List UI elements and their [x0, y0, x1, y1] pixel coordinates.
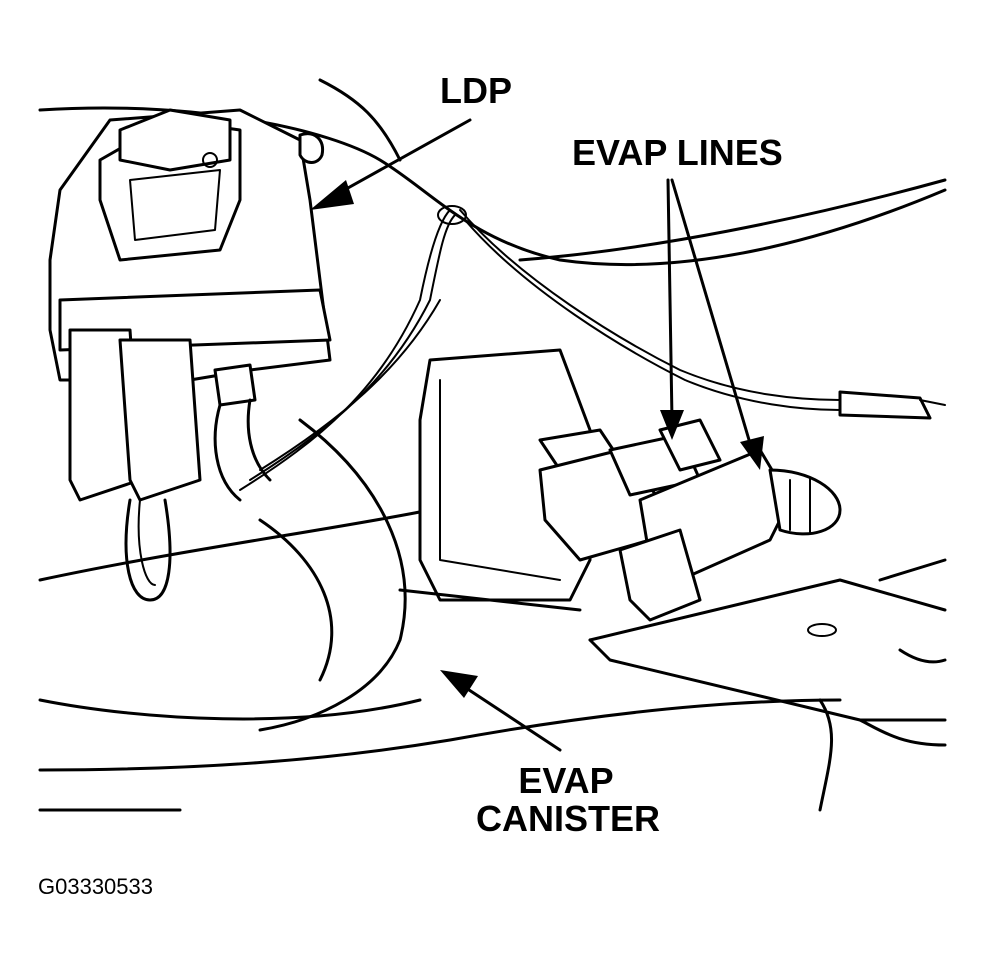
leader-arrows: [310, 118, 764, 752]
canister-arrow-line: [458, 682, 562, 752]
evap-canister-label: EVAP CANISTER: [476, 760, 661, 839]
evap-fittings: [538, 418, 842, 622]
figure-code: G03330533: [38, 874, 153, 899]
ldp-arrow-head: [310, 180, 354, 210]
wiring-harness: [239, 205, 946, 491]
evap-line-arrowhead-left: [660, 410, 684, 440]
evap-line-arrow-left: [666, 178, 674, 422]
evap-canister-label-line2: CANISTER: [476, 798, 661, 839]
ldp-shape: [48, 108, 332, 602]
evap-lines-label: EVAP LINES: [572, 132, 783, 173]
evap-line-arrow-right: [670, 178, 754, 452]
canister-arrow-head: [440, 670, 478, 698]
ldp-arrow-line: [328, 118, 472, 200]
evap-canister-shape: [258, 348, 592, 732]
ldp-label: LDP: [440, 70, 512, 111]
evap-canister-label-line1: EVAP: [518, 760, 614, 801]
evap-line-arrowhead-right: [740, 436, 764, 470]
underbody-panels: [38, 78, 947, 812]
